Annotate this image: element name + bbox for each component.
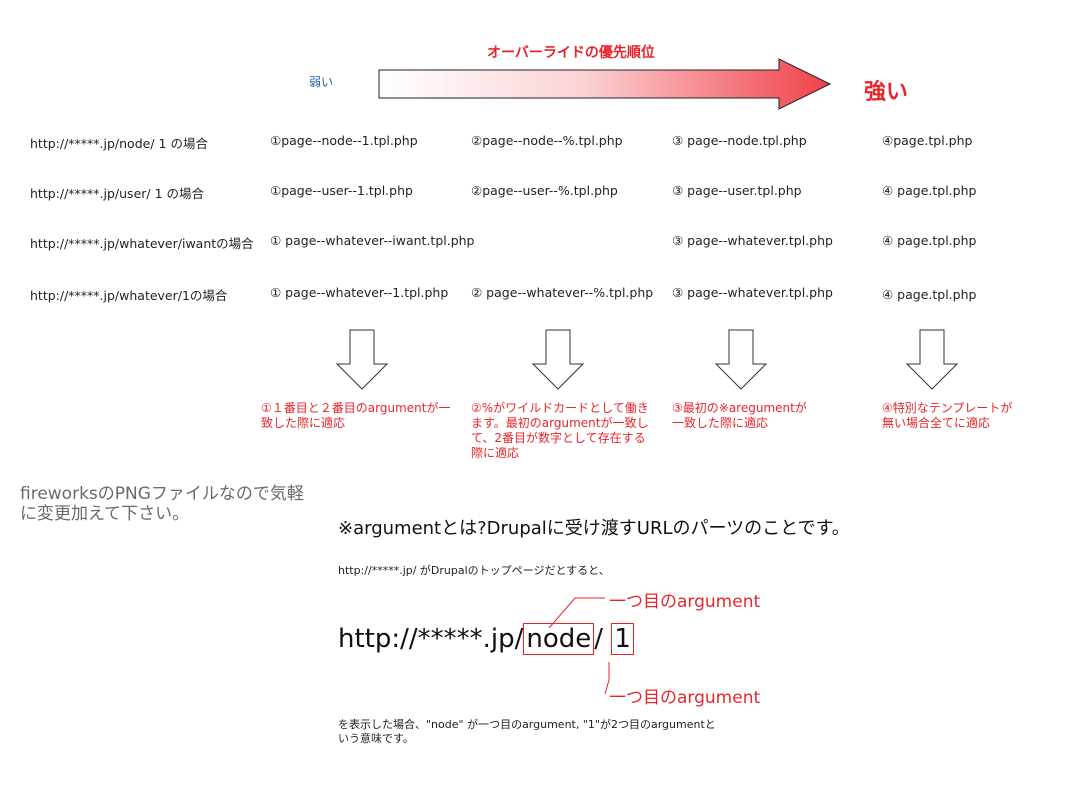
- note-4: ④特別なテンプレートが無い場合全てに適応: [882, 401, 1013, 430]
- row-cell: ③ page--node.tpl.php: [672, 133, 807, 148]
- down-arrow-3: [714, 329, 768, 390]
- row-cell: ④ page.tpl.php: [882, 233, 977, 248]
- note-1: ①１番目と２番目のargumentが一致した際に適応: [261, 401, 451, 430]
- side-note: fireworksのPNGファイルなので気軽に変更加えて下さい。: [20, 484, 304, 524]
- note-3: ③最初の※aregumentが一致した際に適応: [672, 401, 807, 430]
- argument-label-bottom: 一つ目のargument: [609, 688, 761, 708]
- row-cell: ① page--whatever--iwant.tpl.php: [270, 233, 475, 248]
- row-cell: ③ page--whatever.tpl.php: [672, 285, 833, 300]
- url-slash: /: [594, 624, 604, 654]
- callout-line-top: [548, 597, 605, 629]
- weak-label: 弱い: [309, 75, 334, 89]
- argument-heading: ※argumentとは?Drupalに受け渡すURLのパーツのことです。: [338, 518, 850, 539]
- row-cell: ④ page.tpl.php: [882, 287, 977, 302]
- row-label: http://*****.jp/user/ 1 の場合: [30, 186, 205, 201]
- down-arrow-2: [531, 329, 585, 390]
- argument-explanation: を表示した場合、"node" が一つ目のargument, "1"が2つ目のar…: [338, 718, 716, 745]
- row-cell: ①page--user--1.tpl.php: [270, 183, 413, 198]
- row-cell: ② page--whatever--%.tpl.php: [471, 285, 654, 300]
- row-cell: ③ page--user.tpl.php: [672, 183, 802, 198]
- row-cell: ②page--user--%.tpl.php: [471, 183, 618, 198]
- row-cell: ①page--node--1.tpl.php: [270, 133, 418, 148]
- example-url: http://*****.jp/node/ 1: [338, 623, 634, 655]
- url-node-argument: node: [523, 623, 595, 655]
- row-cell: ③ page--whatever.tpl.php: [672, 233, 833, 248]
- note-2: ②%がワイルドカードとして働きます。最初のargumentが一致して、2番目が数…: [471, 401, 649, 460]
- down-arrow-1: [335, 329, 389, 390]
- strong-label: 強い: [864, 80, 909, 105]
- priority-arrow: [378, 58, 832, 110]
- row-cell: ②page--node--%.tpl.php: [471, 133, 623, 148]
- url-one-argument: 1: [611, 623, 634, 655]
- down-arrow-4: [905, 329, 959, 390]
- row-cell: ① page--whatever--1.tpl.php: [270, 285, 449, 300]
- callout-line-bottom: [604, 662, 610, 695]
- url-prefix: http://*****.jp/: [338, 624, 524, 654]
- priority-title: オーバーライドの優先順位: [487, 45, 655, 61]
- row-cell: ④page.tpl.php: [882, 133, 973, 148]
- row-label: http://*****.jp/node/ 1 の場合: [30, 136, 208, 151]
- row-cell: ④ page.tpl.php: [882, 183, 977, 198]
- row-label: http://*****.jp/whatever/iwantの場合: [30, 236, 254, 251]
- argument-label-top: 一つ目のargument: [609, 592, 761, 612]
- row-label: http://*****.jp/whatever/1の場合: [30, 288, 228, 303]
- argument-intro: http://*****.jp/ がDrupalのトップページだとすると、: [338, 564, 610, 577]
